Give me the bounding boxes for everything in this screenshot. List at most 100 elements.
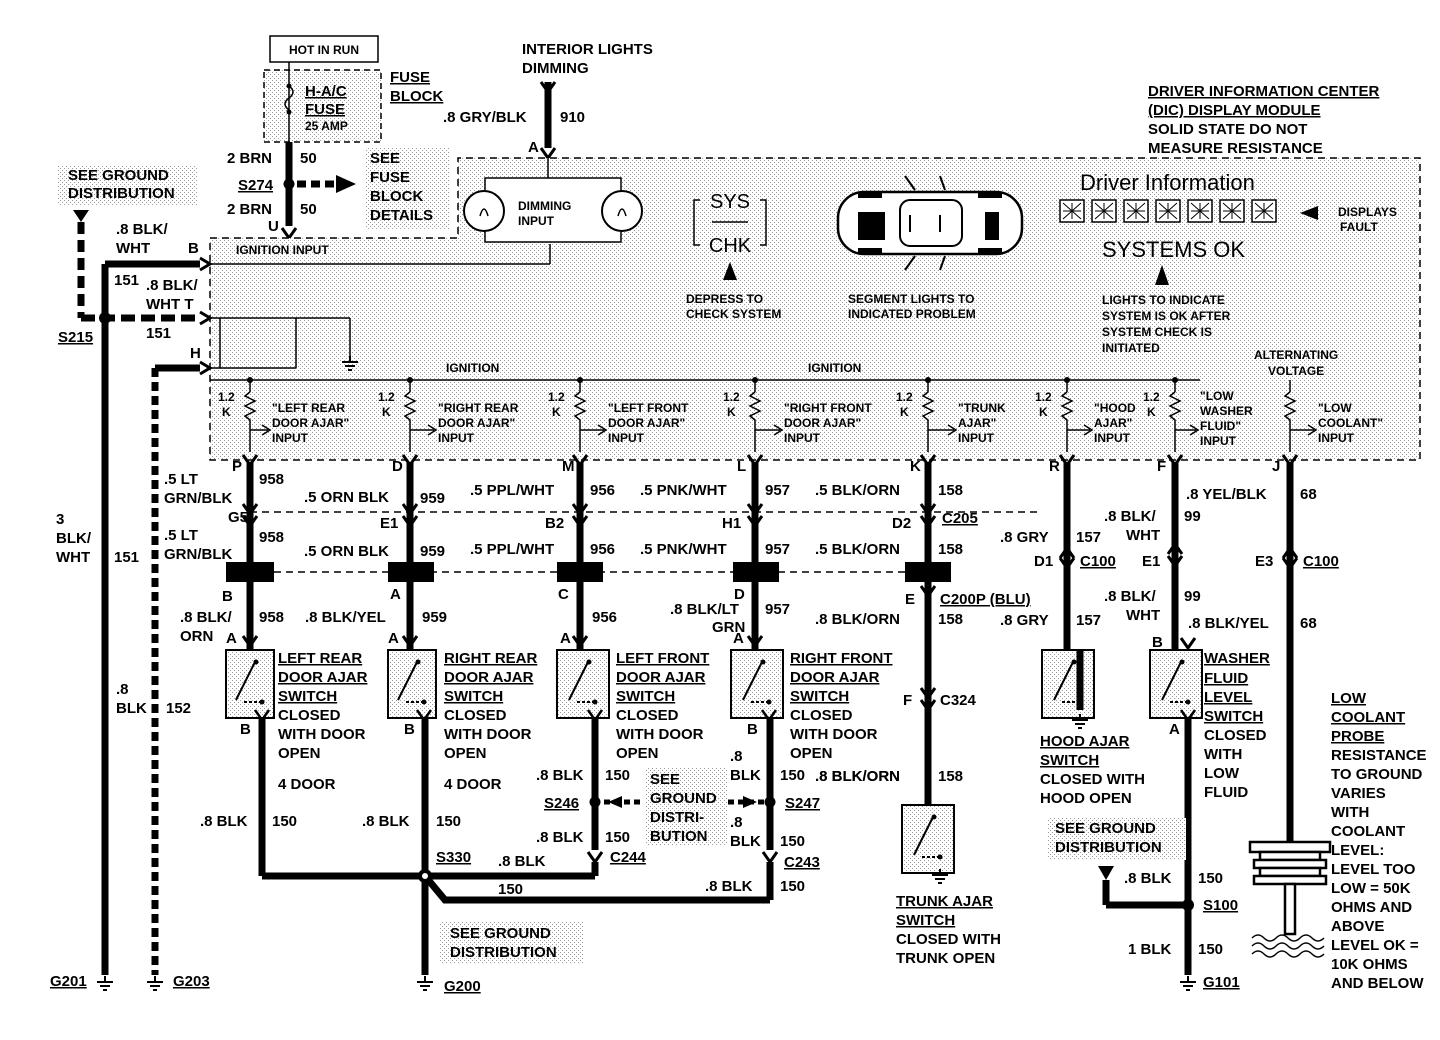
see-mid-1: SEE <box>650 771 680 788</box>
splice-s274: S274 <box>238 177 274 194</box>
ground-g203: G203 <box>173 973 210 990</box>
coolant-line: TO GROUND <box>1331 766 1423 783</box>
wire-910-gauge: .8 GRY/BLK <box>443 109 527 126</box>
rf-150-g4: BLK <box>730 833 761 850</box>
coolant-line: LOW <box>1331 690 1367 707</box>
tr-d2: D2 <box>892 515 911 532</box>
displays-fault-1: DISPLAYS <box>1338 205 1397 219</box>
wf-l4: WHT <box>1126 607 1160 624</box>
lf-c1: 956 <box>590 482 615 499</box>
pin-chevron <box>571 503 589 517</box>
rr-a1: A <box>390 586 401 603</box>
segment-digit <box>1187 199 1213 223</box>
sw-trunk-4: TRUNK OPEN <box>896 950 995 967</box>
displays-fault-2: FAULT <box>1340 220 1378 234</box>
ground-g200: G200 <box>444 978 481 995</box>
input-label: "TRUNK <box>958 401 1006 415</box>
sw-trunk-3: CLOSED WITH <box>896 931 1001 948</box>
sw-rf-5: WITH DOOR <box>790 726 878 743</box>
labels-coolant: .8 YEL/BLK 68 E3 C100 <box>1186 486 1339 570</box>
left-rear-door-switch <box>225 649 275 723</box>
coolant-line: COOLANT <box>1331 709 1405 726</box>
left-3-2: BLK/ <box>56 530 92 547</box>
coolant-line: WITH <box>1331 804 1369 821</box>
s330-g1: .8 BLK <box>498 853 546 870</box>
ground-g101: G101 <box>1203 974 1240 991</box>
input-label: AJAR" <box>958 416 996 430</box>
segment-digit <box>1251 199 1277 223</box>
sw-lr-1: LEFT REAR <box>278 650 362 667</box>
tr-l4: .8 BLK/ORN <box>815 768 900 785</box>
dic-title-2: (DIC) DISPLAY MODULE <box>1148 102 1321 119</box>
rr-c3: 959 <box>422 609 447 626</box>
resistor-unit: K <box>1147 405 1156 419</box>
input-label: "RIGHT REAR <box>438 401 519 415</box>
tr-f: F <box>903 692 912 709</box>
rf-h1: H1 <box>722 515 741 532</box>
left-8-2: BLK <box>116 700 147 717</box>
splice-s215: S215 <box>58 329 93 346</box>
sw-rr-1: RIGHT REAR <box>444 650 538 667</box>
wire-50b-gauge: 2 BRN <box>227 201 272 218</box>
fuse-name: H-A/C <box>305 83 347 100</box>
sw-wf-1: WASHER <box>1204 650 1270 667</box>
pin-chevron <box>241 635 259 649</box>
pin-chevron <box>241 503 259 517</box>
sw-wf-2: FLUID <box>1204 670 1248 687</box>
segment-display <box>1059 199 1277 223</box>
dic-title-3: SOLID STATE DO NOT <box>1148 121 1307 138</box>
connector-pin-letter: L <box>737 458 746 475</box>
resistor-icon <box>1060 391 1074 430</box>
fuse-area: HOT IN RUN H-A/C FUSE 25 AMP FUSE BLOCK … <box>227 35 449 241</box>
segment-1: SEGMENT LIGHTS TO <box>848 292 974 306</box>
s100-c: 150 <box>1198 870 1223 887</box>
input-label: "LOW <box>1200 389 1234 403</box>
fuse-amp: 25 AMP <box>305 119 348 133</box>
sw-lr-6: OPEN <box>278 745 321 762</box>
depress-1: DEPRESS TO <box>686 292 763 306</box>
sw-lr-5: WITH DOOR <box>278 726 366 743</box>
rf-c3: 957 <box>765 601 790 618</box>
lr-150-c: 150 <box>272 813 297 830</box>
pin-chevron <box>401 515 419 529</box>
splice-s246: S246 <box>544 795 579 812</box>
input-label: "LEFT FRONT <box>608 401 689 415</box>
pin-chevron <box>1179 637 1197 651</box>
labels-trunk: .5 BLK/ORN 158 D2 C205 .5 BLK/ORN 158 E … <box>815 482 1031 785</box>
input-label: DOOR AJAR" <box>784 416 861 430</box>
rr-l2: .5 ORN BLK <box>304 543 389 560</box>
interior-lights-dimming: INTERIOR LIGHTS DIMMING .8 GRY/BLK 910 A <box>443 41 653 161</box>
sw-rr-pin-b: B <box>404 721 415 738</box>
resistor-value: 1.2 <box>1143 390 1160 404</box>
tr-c4: 158 <box>938 768 963 785</box>
sw-wf-4: SWITCH <box>1204 708 1263 725</box>
resistor-unit: K <box>1039 405 1048 419</box>
wf-l3: .8 BLK/ <box>1104 588 1157 605</box>
pin-chevron <box>919 503 937 517</box>
tr-l1: .5 BLK/ORN <box>815 482 900 499</box>
input-label: INPUT <box>272 431 309 445</box>
sw-wf-pin-a: A <box>1169 721 1180 738</box>
sw-rf-6: OPEN <box>790 745 833 762</box>
sw-wf-5: CLOSED <box>1204 727 1267 744</box>
lights-ok-4: INITIATED <box>1102 341 1160 355</box>
lr-l1: .5 LT <box>164 471 198 488</box>
rr-l1: .5 ORN BLK <box>304 489 389 506</box>
cl-c100: C100 <box>1303 553 1339 570</box>
input-label: WASHER <box>1200 404 1253 418</box>
rr-l3: .8 BLK/YEL <box>305 609 386 626</box>
lf-150-c1: 150 <box>605 767 630 784</box>
fuse-block-label-1: FUSE <box>390 69 430 86</box>
wire-t-gauge-1: .8 BLK/ <box>146 277 199 294</box>
wf-c1: 99 <box>1184 508 1201 525</box>
rf-c2: 957 <box>765 541 790 558</box>
sys-chk-button[interactable]: SYS CHK <box>693 191 767 280</box>
lr-c2: 958 <box>259 529 284 546</box>
rf-l2: .5 PNK/WHT <box>640 541 727 558</box>
connector-pins <box>241 503 1299 713</box>
sw-wf-6: WITH <box>1204 746 1242 763</box>
resistor-icon <box>748 391 762 430</box>
